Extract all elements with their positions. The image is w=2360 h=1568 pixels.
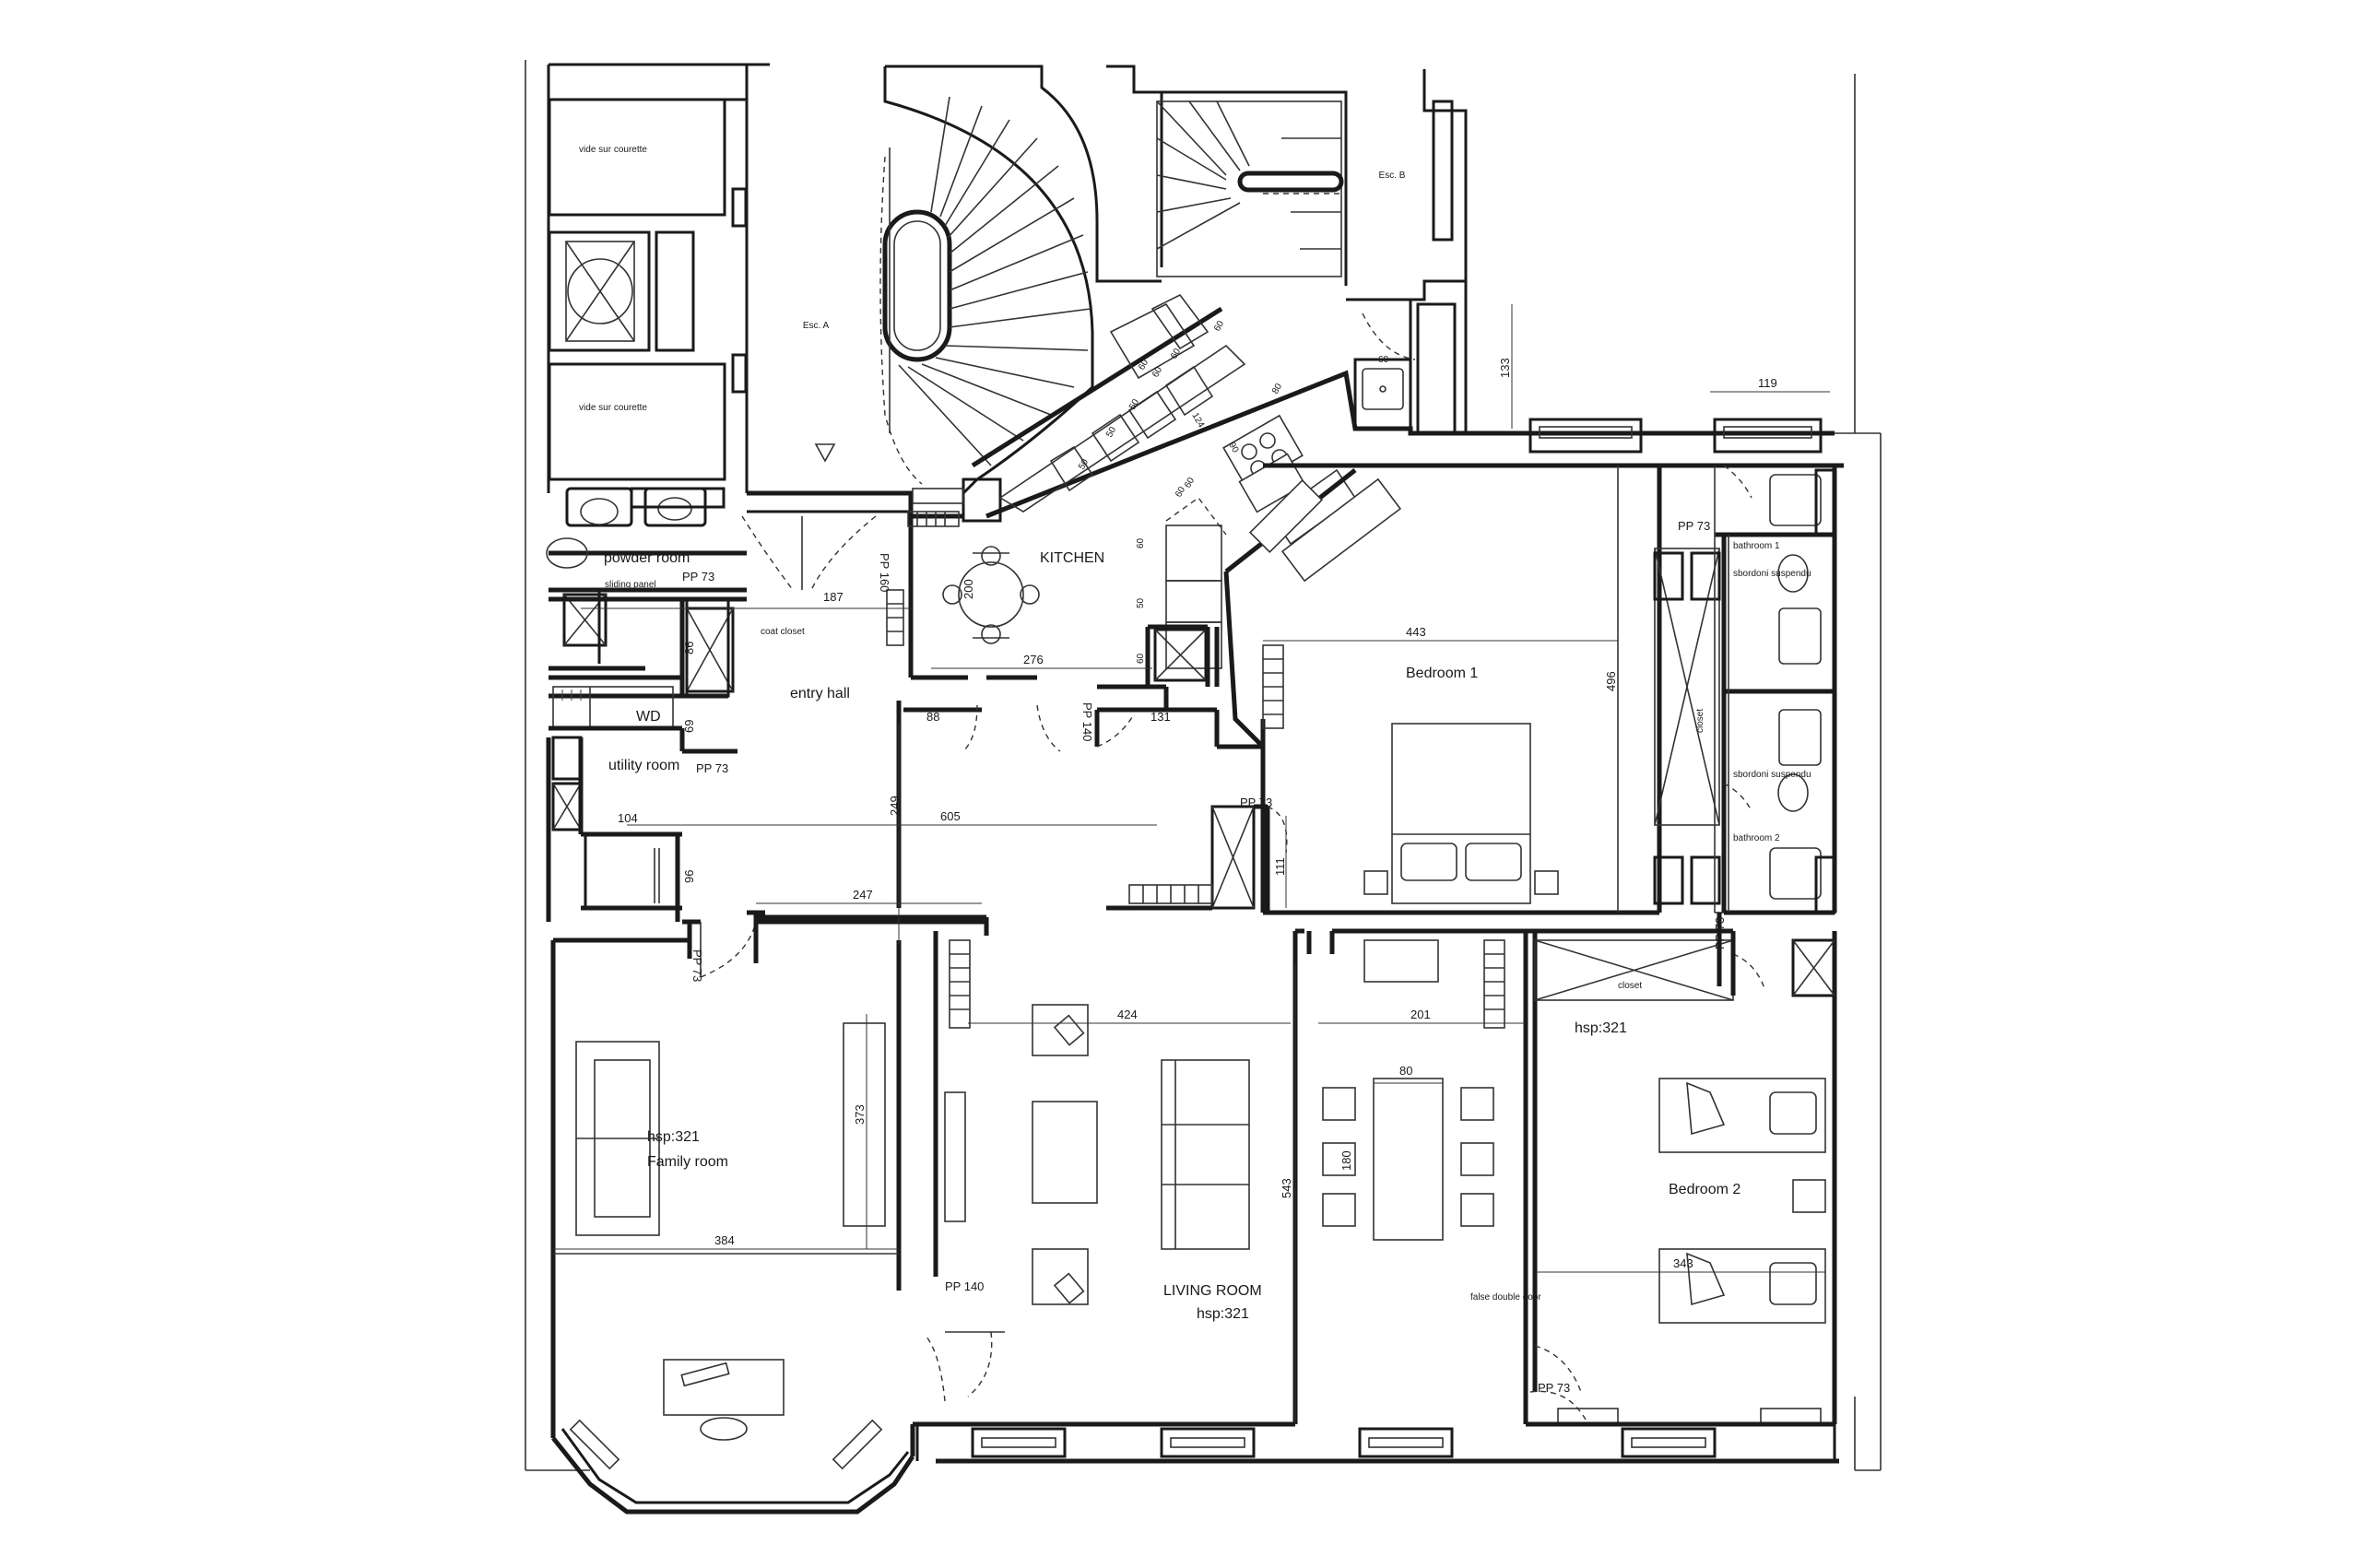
dim-88: 88 xyxy=(926,710,939,724)
label-wd: WD xyxy=(636,709,661,725)
dimension-lines xyxy=(553,304,1830,1424)
dim-247: 247 xyxy=(853,888,873,902)
door-pp140-entry: PP 140 xyxy=(1080,702,1094,741)
dim-k124: 124 xyxy=(1189,411,1206,430)
door-labels: PP 73 PP 160 PP 140 PP 73 PP 73 PP 73 PP… xyxy=(682,519,1727,1395)
label-bathroom-1: bathroom 1 xyxy=(1733,541,1780,551)
dim-k60c: 60 xyxy=(1150,365,1164,380)
label-sbordoni-1: sbordoni suspendu xyxy=(1733,569,1811,579)
dim-k50d: 50 xyxy=(1136,597,1146,608)
label-sliding-panel: sliding panel xyxy=(605,580,656,590)
door-pp73-bath2: PP 73 xyxy=(1713,917,1727,949)
label-living-room: LIVING ROOM xyxy=(1163,1283,1262,1299)
dim-96: 96 xyxy=(682,870,696,883)
bathrooms xyxy=(1659,463,1844,915)
dim-111: 111 xyxy=(1273,857,1287,876)
dim-496: 496 xyxy=(1604,671,1618,691)
family-room xyxy=(550,919,1005,1515)
bedroom-1 xyxy=(1248,463,1721,915)
interior-walls xyxy=(546,487,1822,1424)
site-lines xyxy=(525,60,1882,1471)
stair-a-treads xyxy=(898,96,1092,466)
dim-k90: 90 xyxy=(1226,441,1240,455)
label-utility-room: utility room xyxy=(608,758,679,773)
label-esc-b: Esc. B xyxy=(1379,171,1406,181)
dim-k50a: 50 xyxy=(1127,397,1141,412)
door-pp73-bed1: PP 73 xyxy=(1240,796,1272,809)
dining xyxy=(1322,939,1494,1241)
dimension-labels: 187 200 276 86 88 131 69 249 605 104 96 … xyxy=(618,319,1777,1270)
label-false-door: false double door xyxy=(1470,1292,1541,1303)
label-bathroom-2: bathroom 2 xyxy=(1733,833,1780,843)
dim-86: 86 xyxy=(682,642,696,654)
dim-k50c: 50 xyxy=(1077,457,1091,472)
door-pp73-powder: PP 73 xyxy=(682,570,714,584)
label-family-hsp: hsp:321 xyxy=(647,1129,700,1145)
door-pp73-family: PP 73 xyxy=(690,949,704,982)
north-windows xyxy=(630,418,1823,509)
dim-443: 443 xyxy=(1406,625,1426,639)
dim-k60f: 60 xyxy=(1136,537,1146,548)
door-pp160: PP 160 xyxy=(878,553,891,592)
dim-249: 249 xyxy=(888,796,902,816)
dim-k60g: 60 xyxy=(1136,653,1146,664)
dim-k60d: 60 xyxy=(1137,358,1150,372)
dim-k80: 80 xyxy=(1270,382,1284,396)
label-vide-2: vide sur courette xyxy=(579,403,647,413)
label-coat-closet: coat closet xyxy=(761,627,805,637)
dim-k60a: 60 xyxy=(1212,319,1226,334)
door-pp73-bath1: PP 73 xyxy=(1678,519,1710,533)
label-family-room: Family room xyxy=(647,1154,728,1170)
label-esc-a: Esc. A xyxy=(803,321,830,331)
room-labels: vide sur courette vide sur courette Esc.… xyxy=(579,145,1811,1322)
label-living-hsp: hsp:321 xyxy=(1197,1306,1249,1322)
dim-343: 343 xyxy=(1673,1256,1693,1270)
dim-104: 104 xyxy=(618,811,638,825)
label-entry-hall: entry hall xyxy=(790,686,850,701)
dim-k50b: 50 xyxy=(1104,425,1118,440)
dim-131: 131 xyxy=(1150,710,1171,724)
radiators xyxy=(886,488,1822,1424)
dim-k60h: 60 xyxy=(1378,355,1389,365)
door-pp73-bed2: PP 73 xyxy=(1538,1381,1570,1395)
label-bedroom-2-hsp: hsp:321 xyxy=(1575,1020,1627,1036)
dim-605: 605 xyxy=(940,809,961,823)
label-kitchen: KITCHEN xyxy=(1040,550,1104,566)
dim-424: 424 xyxy=(1117,1008,1138,1021)
label-bedroom-2: Bedroom 2 xyxy=(1669,1182,1740,1197)
south-windows xyxy=(915,1424,1839,1464)
north-section xyxy=(547,63,1468,495)
label-closet-b1: closet xyxy=(1695,709,1705,733)
dim-k60e: 60 xyxy=(1174,485,1187,500)
dim-201: 201 xyxy=(1410,1008,1431,1021)
label-powder-room: powder room xyxy=(604,550,690,566)
label-bedroom-1: Bedroom 1 xyxy=(1406,666,1478,681)
dim-80: 80 xyxy=(1399,1064,1412,1078)
dim-187: 187 xyxy=(823,590,844,604)
label-sbordoni-2: sbordoni suspendu xyxy=(1733,770,1811,780)
dim-69: 69 xyxy=(682,720,696,733)
label-closet-b2: closet xyxy=(1618,981,1642,991)
dim-276: 276 xyxy=(1023,653,1044,666)
dim-180: 180 xyxy=(1339,1150,1353,1171)
dim-384: 384 xyxy=(714,1233,735,1247)
dim-133: 133 xyxy=(1498,358,1512,378)
door-pp73-utility: PP 73 xyxy=(696,761,728,775)
living-room xyxy=(933,928,1530,1427)
dim-k60b: 60 xyxy=(1169,347,1183,361)
dim-200: 200 xyxy=(962,579,975,599)
dim-k60i: 60 xyxy=(1183,476,1197,490)
entry-arrow-icon xyxy=(814,443,836,463)
dim-119: 119 xyxy=(1758,376,1777,390)
door-pp140-living: PP 140 xyxy=(945,1279,984,1293)
bedroom-2 xyxy=(1526,913,1837,1427)
dim-543: 543 xyxy=(1280,1178,1293,1198)
dim-373: 373 xyxy=(853,1104,867,1125)
label-vide-1: vide sur courette xyxy=(579,145,647,155)
